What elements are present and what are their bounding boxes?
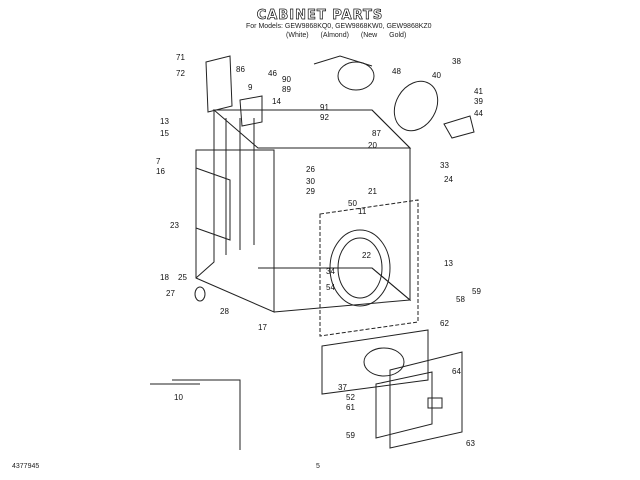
callout-7: 7 xyxy=(156,157,161,166)
callout-21: 21 xyxy=(368,187,377,196)
color-white: (White) xyxy=(286,32,309,39)
front-panel xyxy=(319,199,419,337)
callout-52: 52 xyxy=(346,393,355,402)
cabinet-left-side xyxy=(195,149,275,313)
callout-13: 13 xyxy=(160,117,169,126)
callout-61: 61 xyxy=(346,403,355,412)
callout-72: 72 xyxy=(176,69,185,78)
door-opening xyxy=(329,229,391,307)
cabinet-back xyxy=(195,110,215,279)
cabinet-right-side xyxy=(371,109,411,302)
callout-numbers: 71 72 46 90 89 86 9 48 38 40 41 39 44 14… xyxy=(156,53,483,448)
callout-90: 90 xyxy=(282,75,291,84)
callout-71: 71 xyxy=(176,53,185,62)
callout-92: 92 xyxy=(320,113,329,122)
door-outer xyxy=(389,351,463,449)
callout-17: 17 xyxy=(258,323,267,332)
callout-34: 34 xyxy=(326,267,335,276)
callout-46: 46 xyxy=(268,69,277,78)
callout-48: 48 xyxy=(392,67,401,76)
callout-86: 86 xyxy=(236,65,245,74)
callout-9: 9 xyxy=(248,83,253,92)
rear-panel-lines xyxy=(225,118,255,255)
callout-58: 58 xyxy=(456,295,465,304)
callout-50: 50 xyxy=(348,199,357,208)
callout-63: 63 xyxy=(466,439,475,448)
idler-pulley xyxy=(443,115,475,139)
door-seal xyxy=(337,237,383,299)
motor-bracket xyxy=(313,55,373,67)
callout-54: 54 xyxy=(326,283,335,292)
motor xyxy=(337,61,375,91)
callout-62: 62 xyxy=(440,319,449,328)
callout-89: 89 xyxy=(282,85,291,94)
page-number: 5 xyxy=(316,463,320,470)
callout-64: 64 xyxy=(452,367,461,376)
callout-10: 10 xyxy=(174,393,183,402)
callout-29: 29 xyxy=(306,187,315,196)
callout-18: 18 xyxy=(160,273,169,282)
callout-20: 20 xyxy=(368,141,377,150)
callout-13-right: 13 xyxy=(444,259,453,268)
toe-panel xyxy=(321,329,429,395)
color-legend: (White) (Almond) (New Gold) xyxy=(286,32,406,39)
callout-38: 38 xyxy=(452,57,461,66)
misc-lines xyxy=(150,379,241,450)
callout-25: 25 xyxy=(178,273,187,282)
models-line: For Models: GEW9868KQ0, GEW9868KW0, GEW9… xyxy=(246,23,432,30)
callout-14: 14 xyxy=(272,97,281,106)
diagram-code: 4377945 xyxy=(12,463,40,470)
callout-16: 16 xyxy=(156,167,165,176)
callout-59-bottom: 59 xyxy=(346,431,355,440)
callout-33: 33 xyxy=(440,161,449,170)
callout-22: 22 xyxy=(362,251,371,260)
color-almond: (Almond) xyxy=(320,32,349,39)
callout-39: 39 xyxy=(474,97,483,106)
callout-23: 23 xyxy=(170,221,179,230)
callout-24: 24 xyxy=(444,175,453,184)
door-handle xyxy=(427,397,443,409)
door-inner xyxy=(375,371,433,439)
callout-41: 41 xyxy=(474,87,483,96)
callout-11: 11 xyxy=(358,207,367,216)
callout-15: 15 xyxy=(160,129,169,138)
lint-opening xyxy=(363,347,405,377)
cabinet-bottom xyxy=(258,267,412,313)
callout-44: 44 xyxy=(474,109,483,118)
leveling-leg xyxy=(194,286,206,302)
callout-30: 30 xyxy=(306,177,315,186)
callout-91: 91 xyxy=(320,103,329,112)
callout-26: 26 xyxy=(306,165,315,174)
page-title: CABINET PARTS xyxy=(256,8,384,24)
hinge-bracket xyxy=(239,95,263,127)
callout-40: 40 xyxy=(432,71,441,80)
drive-belt xyxy=(393,80,439,132)
callout-37: 37 xyxy=(338,383,347,392)
callout-27: 27 xyxy=(166,289,175,298)
hinge-plate xyxy=(205,55,233,113)
callout-59-right: 59 xyxy=(472,287,481,296)
side-panel-detail xyxy=(195,167,231,241)
callout-87: 87 xyxy=(372,129,381,138)
color-new-gold: (New Gold) xyxy=(360,32,407,39)
callout-28: 28 xyxy=(220,307,229,316)
